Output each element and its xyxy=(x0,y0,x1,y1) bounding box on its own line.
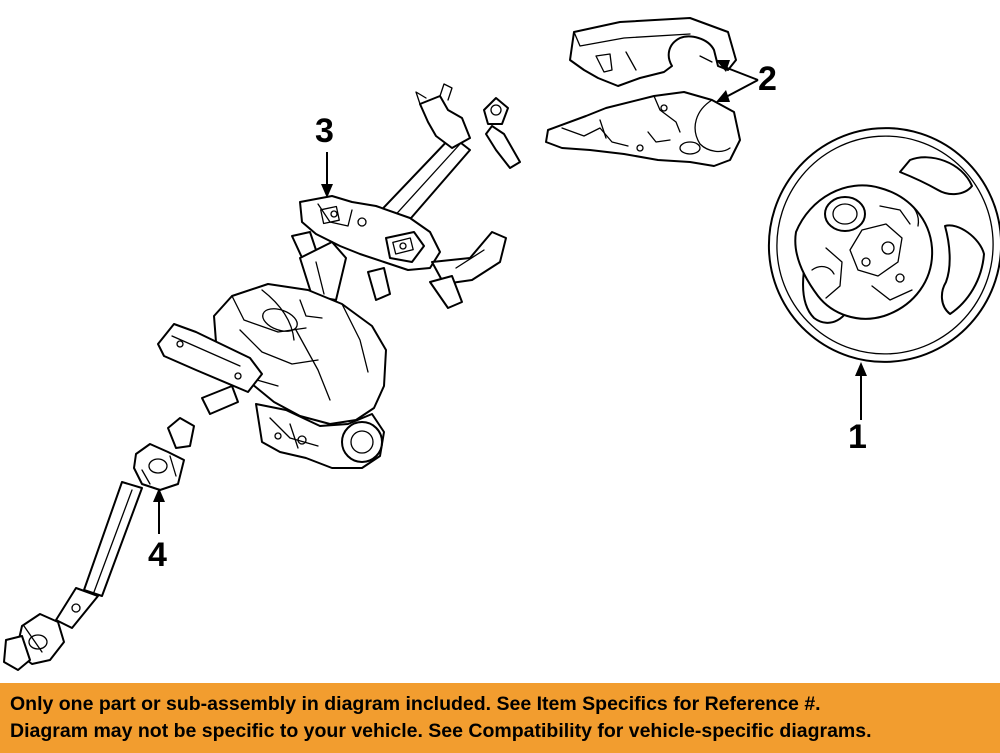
disclaimer-line-1: Only one part or sub-assembly in diagram… xyxy=(10,693,821,715)
parts-diagram: 1 2 3 4 xyxy=(3,17,1000,671)
callout-2: 2 xyxy=(716,60,777,102)
callout-3: 3 xyxy=(315,112,334,198)
disclaimer-banner: Only one part or sub-assembly in diagram… xyxy=(0,683,1000,753)
callout-4: 4 xyxy=(148,488,167,574)
callout-label-4: 4 xyxy=(148,536,167,574)
column-cover-icon[interactable] xyxy=(545,17,741,167)
steering-wheel-icon[interactable] xyxy=(739,98,1000,392)
callout-label-3: 3 xyxy=(315,112,334,150)
disclaimer-line-2: Diagram may not be specific to your vehi… xyxy=(10,720,872,742)
intermediate-shaft-icon[interactable] xyxy=(3,417,195,671)
callout-1: 1 xyxy=(848,362,867,456)
steering-column-icon[interactable] xyxy=(157,83,521,469)
callout-label-1: 1 xyxy=(848,418,867,456)
callout-label-2: 2 xyxy=(758,60,777,98)
